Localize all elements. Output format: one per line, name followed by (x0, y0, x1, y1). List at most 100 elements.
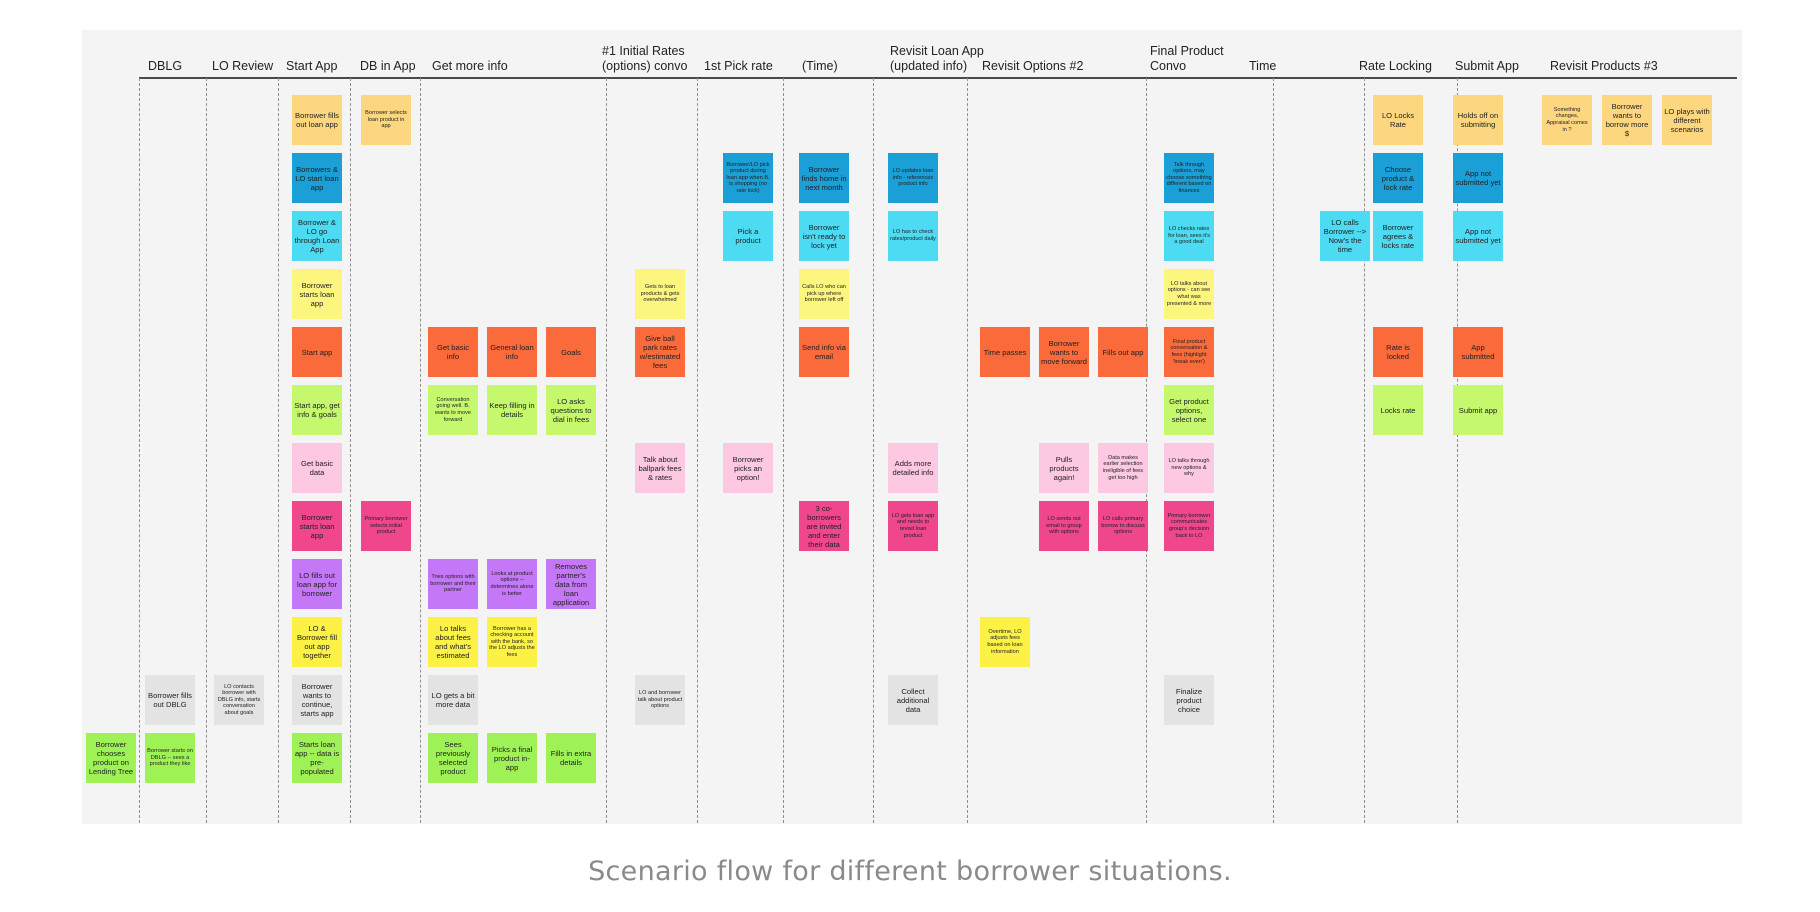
sticky-note-text: Finalize product choice (1175, 686, 1203, 714)
sticky-note-text: Talk through options, may choose somethi… (1166, 161, 1212, 194)
sticky-note-text: Borrower agrees & locks rate (1381, 222, 1415, 250)
sticky-note-text: LO talks about options - can see what wa… (1166, 280, 1212, 307)
sticky-note: Borrower wants to continue, starts app (292, 675, 342, 725)
sticky-note: Goals (546, 327, 596, 377)
header-rule (139, 77, 1737, 79)
sticky-note-text: LO calls Borrower --> Now's the time (1323, 218, 1367, 254)
sticky-note: 3 co-borrowers are invited and enter the… (799, 501, 849, 551)
column-divider (206, 78, 207, 823)
column-divider (1364, 78, 1365, 823)
sticky-note: Picks a final product in-app (487, 733, 537, 783)
sticky-note-text: Borrower & LO go through Loan App (294, 218, 340, 254)
sticky-note: Start app (292, 327, 342, 377)
sticky-note-text: LO plays with different scenarios (1664, 106, 1710, 134)
sticky-note: LO & Borrower fill out app together (292, 617, 342, 667)
sticky-note: Holds off on submitting (1453, 95, 1503, 145)
sticky-note-text: Time passes (983, 347, 1027, 357)
sticky-note: Pulls products again! (1039, 443, 1089, 493)
sticky-note: Start app, get info & goals (292, 385, 342, 435)
column-divider (1457, 78, 1458, 823)
sticky-note-text: Get basic info (436, 343, 470, 361)
sticky-note-text: Borrower chooses product on Lending Tree (88, 740, 134, 776)
sticky-note: Choose product & lock rate (1373, 153, 1423, 203)
sticky-note: LO asks questions to dial in fees (546, 385, 596, 435)
sticky-note: Data makes earlier selection ineligible … (1098, 443, 1148, 493)
sticky-note-text: Sees previously selected product (435, 740, 471, 776)
sticky-note: Tries options with borrower and their pa… (428, 559, 478, 609)
sticky-note: App not submitted yet (1453, 153, 1503, 203)
sticky-note: Submit app (1453, 385, 1503, 435)
sticky-note-text: Primary borrower selects initial product (364, 516, 408, 536)
sticky-note: Borrower isn't ready to lock yet (799, 211, 849, 261)
column-header-final-product-convo: Final Product Convo (1150, 44, 1224, 73)
column-header-rate-locking: Rate Locking (1359, 59, 1432, 73)
sticky-note-text: Lo talks about fees and what's estimated (434, 624, 472, 660)
sticky-note: Get basic info (428, 327, 478, 377)
sticky-note-text: Calls LO who can pick up where borrower … (802, 284, 846, 304)
sticky-note: Borrower selects loan product in app (361, 95, 411, 145)
sticky-note-text: LO contacts borrower with DBLG info, sta… (217, 683, 261, 716)
sticky-note-text: Borrower picks an option! (732, 454, 764, 482)
sticky-note-text: App not submitted yet (1455, 227, 1501, 245)
sticky-note-text: Overtime, LO adjusts fees based on loan … (987, 628, 1023, 655)
column-divider (873, 78, 874, 823)
column-header-db-in-app: DB in App (360, 59, 416, 73)
sticky-note: LO plays with different scenarios (1662, 95, 1712, 145)
column-header-revisit-loan-app-updated-info: Revisit Loan App (updated info) (890, 44, 984, 73)
sticky-note-text: Locks rate (1380, 405, 1416, 415)
sticky-note-text: Borrower starts loan app (299, 280, 335, 308)
sticky-note-text: LO calls primary borrow to discuss optio… (1101, 516, 1145, 536)
sticky-note-text: Start app, get info & goals (294, 401, 340, 419)
sticky-note-text: Give ball park rates w/estimated fees (639, 334, 681, 370)
sticky-note: Keep filling in details (487, 385, 537, 435)
sticky-note: Borrower & LO go through Loan App (292, 211, 342, 261)
sticky-note: Borrower has a checking account with the… (487, 617, 537, 667)
column-header-start-app: Start App (286, 59, 338, 73)
sticky-note-text: Adds more detailed info (892, 459, 934, 477)
sticky-note: LO has to check rates/product daily (888, 211, 938, 261)
sticky-note-text: Borrower wants to continue, starts app (300, 682, 334, 718)
sticky-note-text: Keep filling in details (489, 401, 535, 419)
sticky-note-text: LO gets a bit more data (431, 691, 475, 709)
sticky-note-text: Send info via email (802, 343, 846, 361)
sticky-note-text: Borrowers & LO start loan app (295, 164, 339, 192)
sticky-note-text: Something changes, Appraisal comes in ? (1546, 106, 1588, 133)
sticky-note-text: Borrower fills out DBLG (148, 691, 192, 709)
sticky-note: Something changes, Appraisal comes in ? (1542, 95, 1592, 145)
sticky-note-text: LO gets loan app and needs to revisit lo… (891, 512, 935, 539)
sticky-note-text: LO updates loan info - references produc… (892, 168, 934, 188)
sticky-note: Adds more detailed info (888, 443, 938, 493)
sticky-note-text: Get product options, select one (1169, 396, 1209, 424)
sticky-note: Primary borrower communicates group's de… (1164, 501, 1214, 551)
sticky-note-text: Rate is locked (1386, 343, 1410, 361)
sticky-note: Looks at product options -- determines a… (487, 559, 537, 609)
sticky-note: Get product options, select one (1164, 385, 1214, 435)
sticky-note: Overtime, LO adjusts fees based on loan … (980, 617, 1030, 667)
sticky-note-text: Fills out app (1102, 347, 1144, 357)
column-divider (420, 78, 421, 823)
sticky-note: Borrower fills out DBLG (145, 675, 195, 725)
sticky-note: Give ball park rates w/estimated fees (635, 327, 685, 377)
sticky-note: Gets to loan products & gets overwhelmed (635, 269, 685, 319)
sticky-note: Borrower starts on DBLG -- sees a produc… (145, 733, 195, 783)
column-divider (606, 78, 607, 823)
figure-caption: Scenario flow for different borrower sit… (588, 856, 1232, 887)
sticky-note-text: Collect additional data (896, 686, 930, 714)
sticky-note-text: LO checks rates for loan, sees it's a go… (1168, 226, 1210, 246)
sticky-note: LO sends out email to group with options (1039, 501, 1089, 551)
sticky-note-text: LO has to check rates/product daily (890, 229, 936, 242)
sticky-note: Borrower wants to borrow more $ (1602, 95, 1652, 145)
sticky-note: Time passes (980, 327, 1030, 377)
sticky-note: LO checks rates for loan, sees it's a go… (1164, 211, 1214, 261)
sticky-note-text: Holds off on submitting (1457, 111, 1499, 129)
column-divider (967, 78, 968, 823)
sticky-note-text: Borrower wants to move forward (1041, 338, 1088, 366)
sticky-note: Collect additional data (888, 675, 938, 725)
sticky-note: Removes partner's data from loan applica… (546, 559, 596, 609)
sticky-note: LO gets a bit more data (428, 675, 478, 725)
sticky-note-text: Borrower has a checking account with the… (489, 625, 535, 658)
column-header-1st-pick-rate: 1st Pick rate (704, 59, 773, 73)
sticky-note-text: Borrower selects loan product in app (365, 110, 407, 130)
column-header-revisit-products-3: Revisit Products #3 (1550, 59, 1658, 73)
